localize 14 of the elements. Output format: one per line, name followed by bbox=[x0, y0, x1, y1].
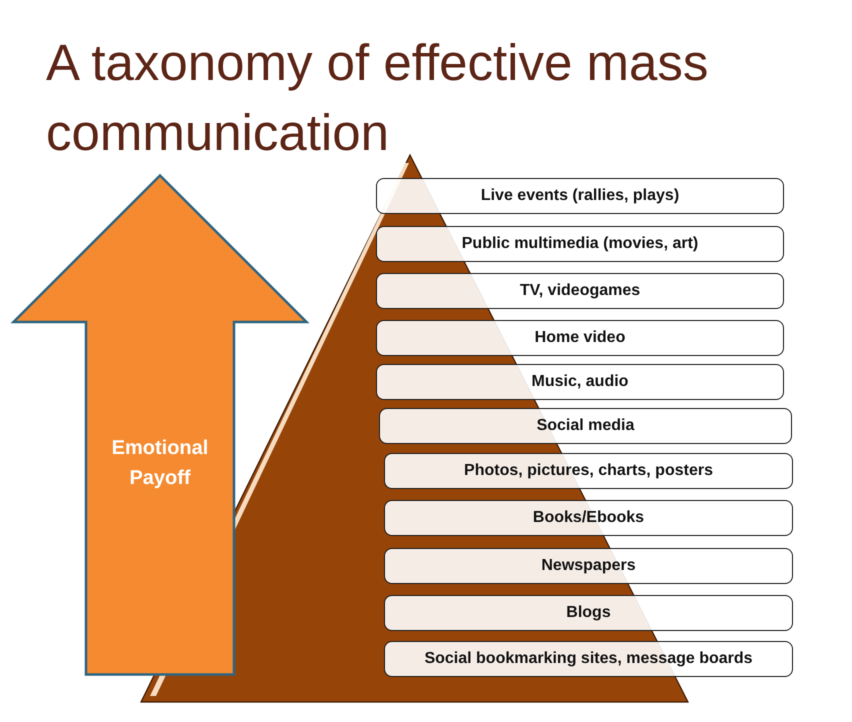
media-level-box: Music, audio bbox=[376, 364, 784, 400]
media-level-box: Public multimedia (movies, art) bbox=[376, 226, 784, 262]
arrow-label: Emotional Payoff bbox=[110, 436, 210, 491]
title: A taxonomy of effective mass communication bbox=[46, 33, 710, 163]
media-level-box: Home video bbox=[376, 320, 784, 356]
media-level-box: Newspapers bbox=[384, 548, 793, 584]
media-level-box: Books/Ebooks bbox=[384, 500, 793, 536]
up-arrow bbox=[12, 174, 308, 676]
media-level-box: Live events (rallies, plays) bbox=[376, 178, 784, 214]
media-level-box: Social media bbox=[379, 408, 792, 444]
media-level-box: Blogs bbox=[384, 595, 793, 631]
media-level-box: Photos, pictures, charts, posters bbox=[384, 453, 793, 489]
media-level-box: Social bookmarking sites, message boards bbox=[384, 641, 793, 677]
media-level-box: TV, videogames bbox=[376, 273, 784, 309]
